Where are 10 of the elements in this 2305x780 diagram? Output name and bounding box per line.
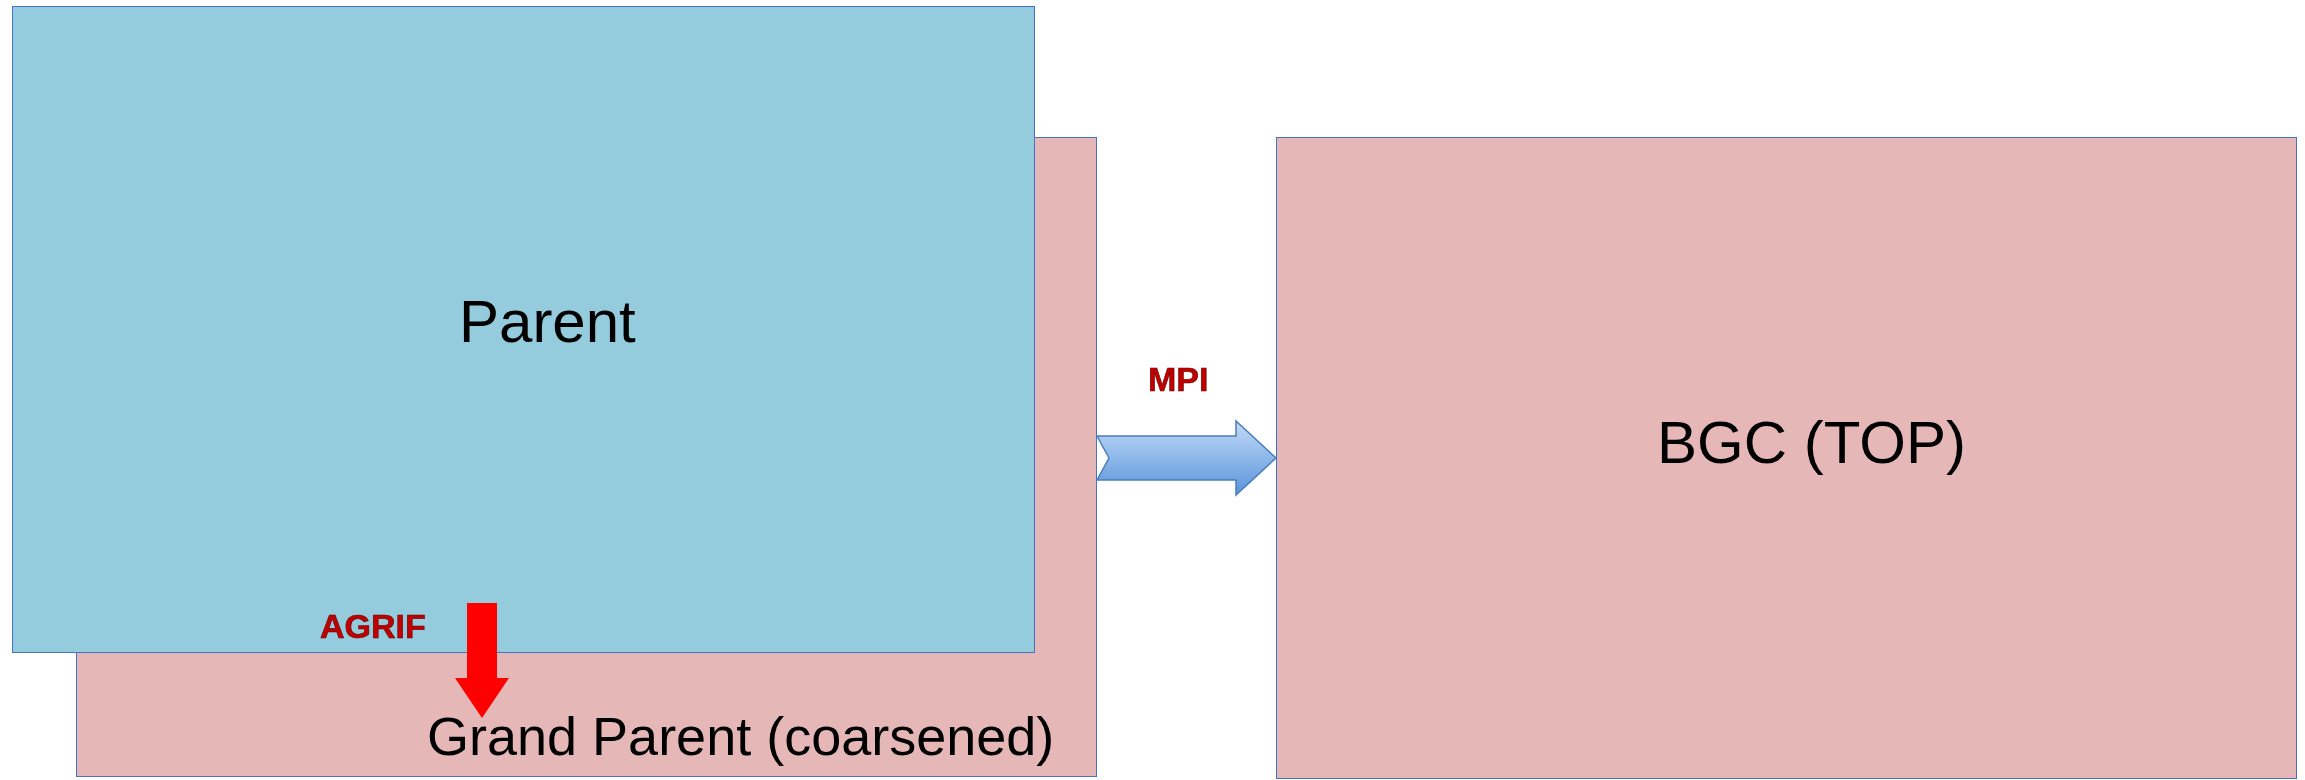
panel-title: Grand Parent (coarsened)	[427, 705, 1055, 767]
panel-title: Parent	[459, 287, 636, 356]
panel-box	[76, 653, 1097, 777]
block-arrow	[455, 603, 509, 718]
edge-label: MPI	[1148, 360, 1209, 399]
panel-box	[1276, 137, 2297, 779]
panel-box	[12, 6, 1035, 653]
panel-title: BGC (TOP)	[1657, 408, 1966, 477]
block-arrow	[1096, 419, 1278, 497]
edge-label: AGRIF	[320, 607, 426, 646]
